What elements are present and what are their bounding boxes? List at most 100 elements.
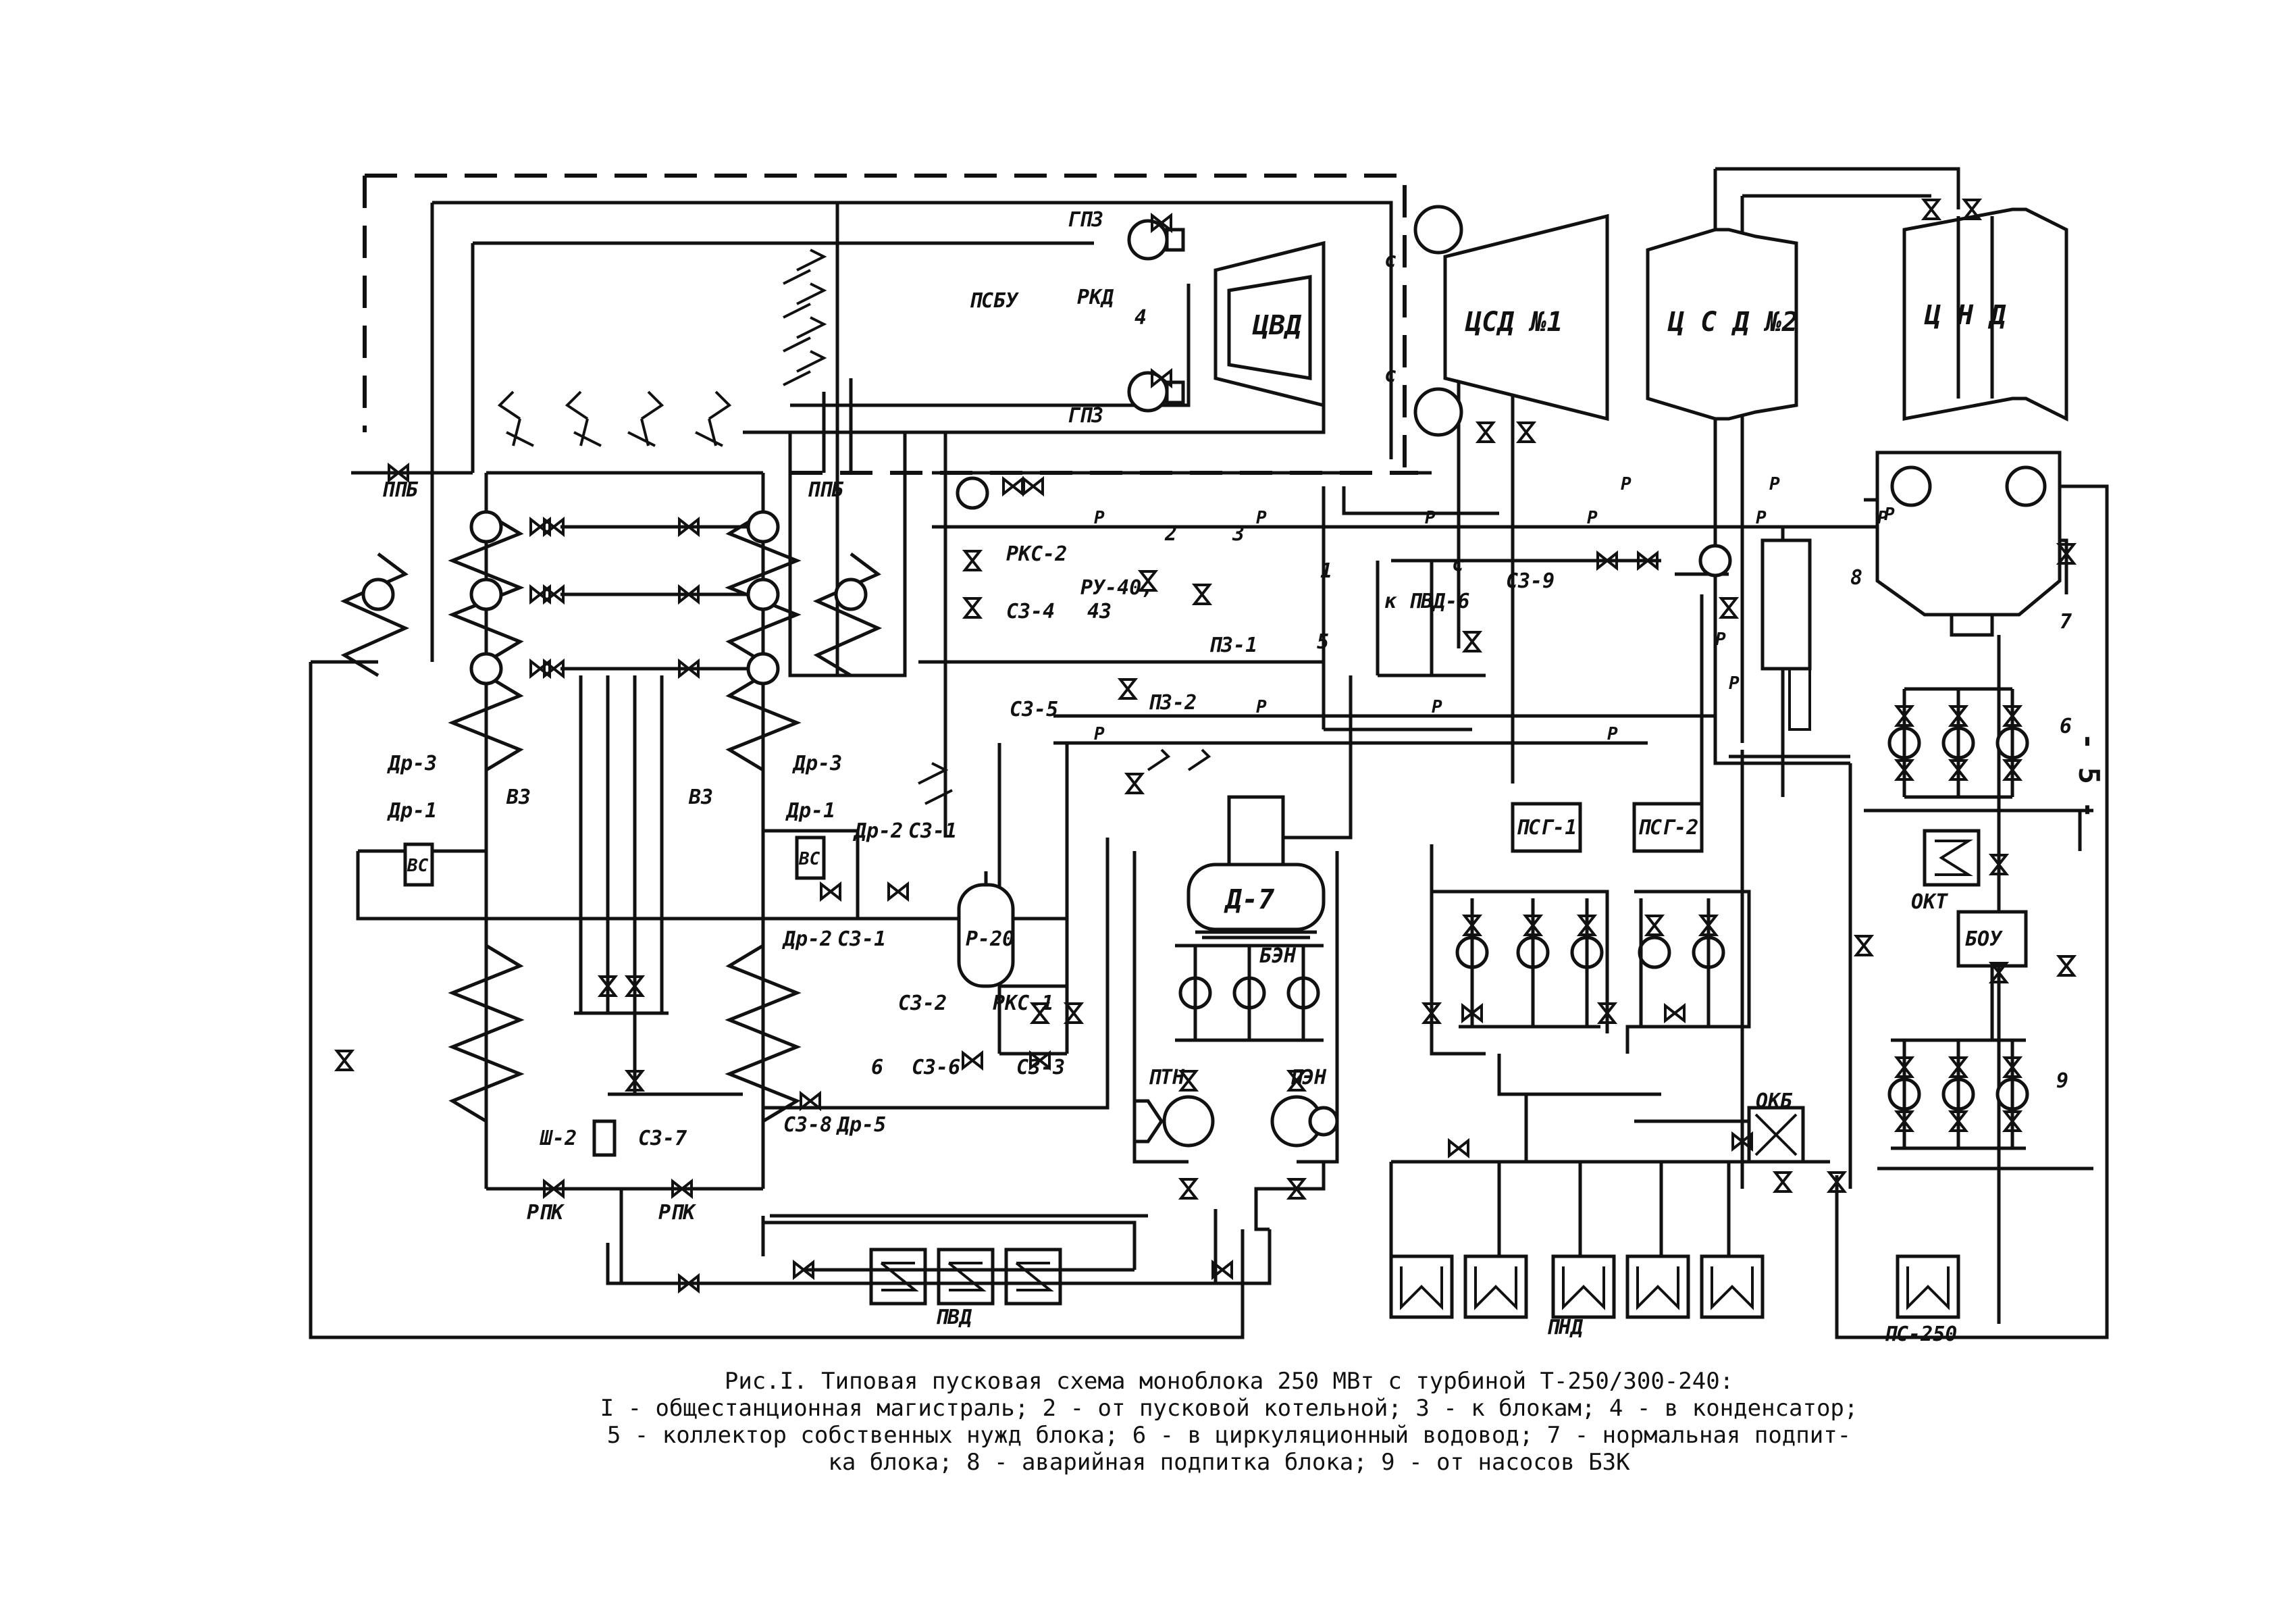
- valve-icon: [1461, 915, 1483, 936]
- valve-icon: [678, 516, 700, 538]
- label-n9: 9: [2056, 1069, 2068, 1093]
- label-pen: ПЭН: [1290, 1066, 1327, 1089]
- valve-icon: [2056, 543, 2077, 565]
- valve-icon: [678, 584, 700, 605]
- valve-icon: [793, 1259, 814, 1281]
- label-n1: 1: [1320, 559, 1332, 583]
- valve-icon: [1475, 421, 1496, 443]
- caption-title: Рис.I. Типовая пусковая схема моноблока …: [724, 1368, 1734, 1395]
- valve-icon: [1029, 1002, 1051, 1024]
- label-dr1-left: Др-1: [387, 799, 437, 823]
- valve-icon: [1286, 1070, 1307, 1092]
- label-ps250: ПС-250: [1884, 1323, 1957, 1346]
- valve-icon: [1022, 476, 1044, 497]
- label-rks2: РКС-2: [1006, 542, 1067, 566]
- valve-icon: [1421, 1002, 1442, 1024]
- valve-icon: [962, 1050, 983, 1071]
- turbine-csd1: [1413, 205, 1609, 437]
- valve-icon: [962, 550, 983, 571]
- valve-icon: [1988, 854, 2010, 875]
- label-cnd: Ц Н Д: [1924, 300, 2006, 331]
- label-c-c: с: [1452, 553, 1464, 576]
- label-csd1: ЦСД №1: [1465, 307, 1563, 338]
- label-psg1: ПСГ-1: [1516, 816, 1577, 840]
- valve-icon: [1961, 199, 1983, 220]
- valve-icon: [1576, 915, 1598, 936]
- turbine-cvd: [1127, 219, 1326, 413]
- valve-icon: [1211, 1259, 1233, 1281]
- line-marker-p: Р: [1432, 697, 1442, 717]
- label-vz-left: ВЗ: [506, 786, 531, 809]
- valve-icon: [624, 1070, 646, 1092]
- label-c-b: с: [1384, 363, 1397, 387]
- label-n6a: 6: [871, 1056, 883, 1079]
- valve-icon: [2002, 759, 2023, 781]
- valve-icon: [1461, 631, 1483, 652]
- label-sz9: СЗ-9: [1506, 569, 1555, 593]
- line-marker-p: Р: [1715, 630, 1726, 650]
- label-dr3-right: Др-3: [792, 752, 842, 775]
- caption-legend-line-3: ка блока; 8 - аварийная подпитка блока; …: [828, 1449, 1630, 1476]
- label-sz6: СЗ-6: [912, 1056, 960, 1079]
- valve-icon: [1002, 476, 1024, 497]
- label-ppb-right: ППБ: [807, 478, 844, 502]
- heaters: [869, 538, 2028, 1319]
- valve-icon: [1178, 1178, 1199, 1200]
- valve-icon: [1921, 199, 1942, 220]
- valve-icon: [1596, 550, 1618, 571]
- label-n4: 4: [1134, 306, 1147, 330]
- valve-icon: [1448, 1137, 1469, 1159]
- label-n2: 2: [1164, 522, 1177, 546]
- receiver-r20: [957, 883, 1015, 988]
- valve-icon: [1637, 550, 1659, 571]
- line-marker-p: Р: [1425, 508, 1436, 528]
- caption-legend-line-1: I - общестанционная магистраль; 2 - от п…: [600, 1395, 1858, 1422]
- valve-icon: [1515, 421, 1537, 443]
- label-c-a: с: [1384, 249, 1397, 272]
- line-marker-p: Р: [1769, 474, 1780, 494]
- label-ru40b: 43: [1087, 600, 1112, 623]
- safety-valves: [497, 249, 1211, 805]
- line-marker-p: Р: [1877, 508, 1888, 528]
- label-okb: ОКБ: [1756, 1089, 1793, 1113]
- label-rpk-right: РПК: [658, 1201, 697, 1225]
- valve-icon: [1698, 915, 1719, 936]
- line-marker-p: Р: [1256, 697, 1267, 717]
- label-sz8: СЗ-8: [783, 1113, 832, 1137]
- valve-icon: [671, 1178, 693, 1200]
- label-okt: ОКТ: [1911, 890, 1948, 914]
- label-k-pvd6: к ПВД-6: [1384, 590, 1469, 613]
- valve-icon: [1644, 915, 1665, 936]
- label-ppb-left: ППБ: [382, 478, 419, 502]
- valve-icon: [543, 516, 565, 538]
- label-sz3: СЗ-3: [1016, 1056, 1065, 1079]
- label-csd2: Ц С Д №2: [1667, 307, 1798, 338]
- valve-icon: [1894, 705, 1915, 727]
- label-vs-left: ВС: [407, 856, 429, 876]
- valve-icon: [543, 584, 565, 605]
- label-vz-right: ВЗ: [688, 786, 713, 809]
- valve-icon: [1178, 1070, 1199, 1092]
- valve-icon: [1596, 1002, 1618, 1024]
- valve-icon: [1948, 1110, 1969, 1132]
- line-marker-p: Р: [1256, 508, 1267, 528]
- label-psg2: ПСГ-2: [1638, 816, 1698, 840]
- caption-legend-line-2: 5 - коллектор собственных нужд блока; 6 …: [606, 1422, 1852, 1449]
- label-ptn: ПТН: [1148, 1066, 1185, 1089]
- label-gpz-top: ГПЗ: [1067, 208, 1103, 232]
- label-ru40: РУ-40,: [1080, 576, 1153, 600]
- valve-icon: [1826, 1171, 1848, 1193]
- label-d7: Д-7: [1224, 884, 1274, 915]
- line-marker-p: Р: [1621, 474, 1632, 494]
- valve-icon: [334, 1050, 355, 1071]
- label-psbu: ПСБУ: [969, 289, 1019, 313]
- label-rpk-left: РПК: [527, 1201, 565, 1225]
- separators: [403, 836, 826, 1157]
- label-sz7: СЗ-7: [638, 1127, 687, 1150]
- valve-icon: [1137, 570, 1159, 592]
- label-bou: БОУ: [1965, 927, 2003, 951]
- valves: [334, 199, 2077, 1294]
- valve-icon: [1151, 212, 1172, 234]
- label-n3: 3: [1232, 522, 1245, 546]
